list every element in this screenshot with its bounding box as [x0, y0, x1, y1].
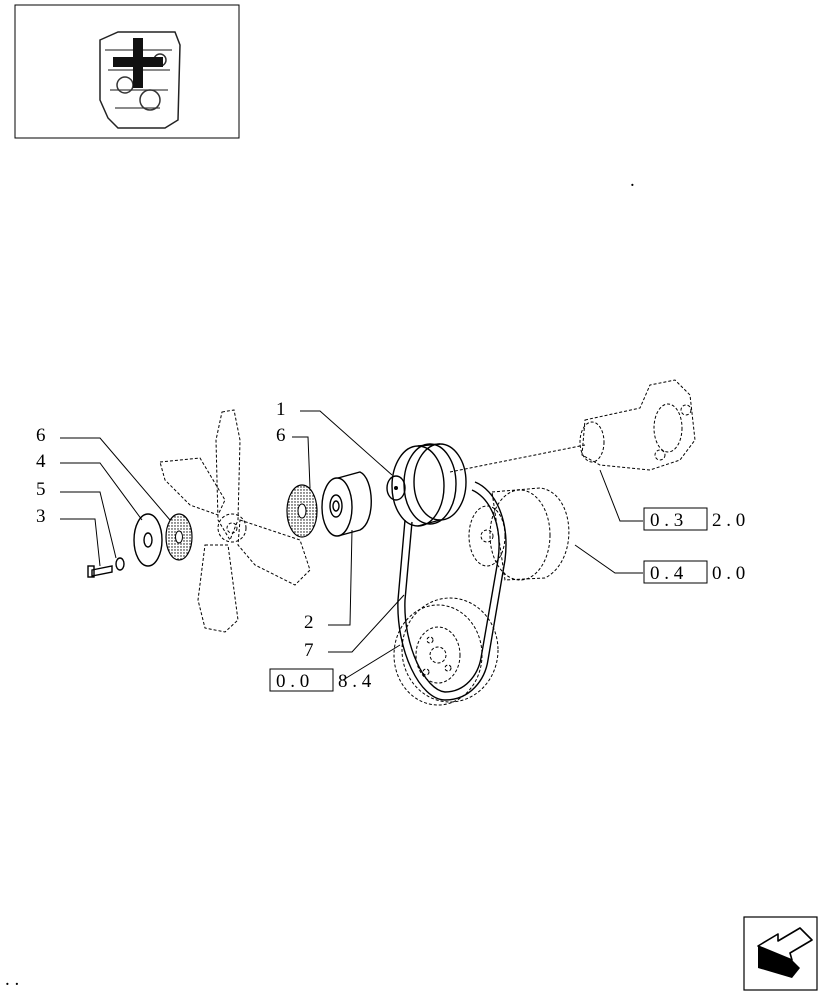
gasket-part-6-right	[286, 484, 318, 538]
callout-6-right: 6	[276, 425, 286, 446]
reference-032-0[interactable]: 0 . 3 2 . 0	[643, 507, 745, 531]
spacer-part-4	[133, 513, 163, 567]
callout-7: 7	[304, 640, 314, 661]
svg-text:0 . 3: 0 . 3	[650, 510, 683, 531]
callout-1: 1	[276, 399, 286, 420]
leader-lines	[60, 410, 643, 681]
water-pump-housing	[449, 379, 696, 473]
alternator	[468, 487, 570, 581]
cooling-fan	[159, 409, 311, 633]
stray-mark-top: .	[630, 170, 635, 191]
callout-2: 2	[304, 612, 314, 633]
washer-part-5	[115, 557, 125, 571]
callout-3: 3	[36, 506, 46, 527]
svg-text:0 . 0: 0 . 0	[276, 671, 309, 692]
callout-6-left: 6	[36, 425, 46, 446]
svg-text:0 . 0: 0 . 0	[712, 563, 745, 584]
next-page-button[interactable]	[743, 916, 818, 991]
reference-040-0[interactable]: 0 . 4 0 . 0	[643, 560, 745, 584]
callout-5: 5	[36, 479, 46, 500]
pulley-part-1	[386, 443, 467, 527]
spacer-hub-part-2	[321, 471, 372, 537]
callout-4: 4	[36, 451, 46, 472]
engine-plus-icon	[99, 31, 181, 129]
svg-text:2 . 0: 2 . 0	[712, 510, 745, 531]
gasket-part-6-left	[165, 513, 193, 561]
svg-text:8 . 4: 8 . 4	[338, 671, 372, 692]
svg-text:0 . 4: 0 . 4	[650, 563, 684, 584]
stray-mark-bottom: . .	[5, 969, 19, 990]
engine-thumbnail[interactable]	[14, 4, 240, 139]
bolt-part-3	[87, 565, 113, 578]
reference-008-4[interactable]: 0 . 0 8 . 4	[269, 668, 372, 692]
v-belt-part-7	[397, 481, 507, 701]
next-page-arrow-icon	[757, 927, 813, 978]
